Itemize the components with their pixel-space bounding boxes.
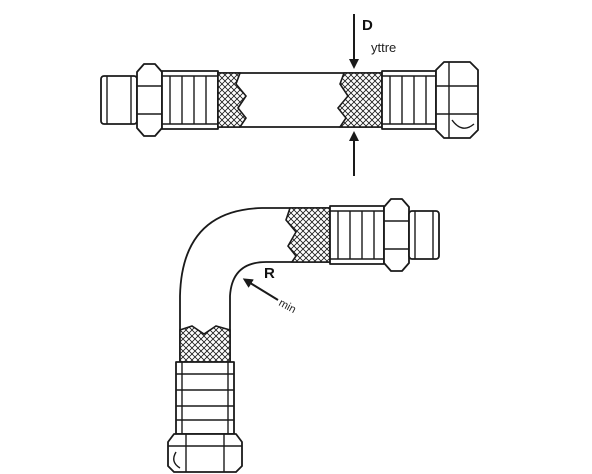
straight-hose [100, 61, 479, 139]
left-hex-nut [136, 63, 163, 137]
bent-hose-right-ferrule [329, 205, 385, 265]
diameter-subscript-label: yttre [371, 40, 396, 55]
left-ferrule [161, 70, 219, 130]
straight-hose-body [217, 72, 383, 128]
diameter-symbol-label: D [362, 17, 373, 34]
bent-hose-bottom-ferrule [175, 361, 235, 435]
right-swivel-nut [435, 61, 479, 139]
bent-hose-hex-nut [383, 198, 410, 272]
bent-hose-swivel-nut [167, 433, 243, 473]
bend-radius-dimension: R min [242, 265, 298, 316]
left-threaded-end [100, 75, 138, 125]
bent-hose [167, 198, 440, 473]
bend-radius-symbol-label: R [264, 265, 275, 282]
right-ferrule [381, 70, 437, 130]
bend-radius-subscript-label: min [277, 297, 298, 316]
bent-hose-threaded-end [408, 210, 440, 260]
bend-radius-arrow [242, 278, 279, 301]
diameter-dimension: D yttre [349, 14, 396, 176]
